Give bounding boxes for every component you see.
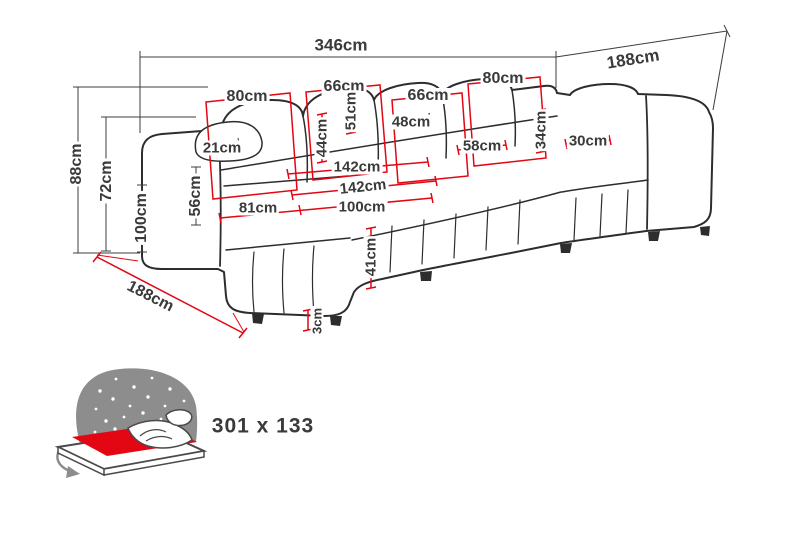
dim-back-cushion-width-mid: 48cm	[389, 113, 433, 131]
dim-back-cushion-width-left: 44cm	[313, 116, 331, 160]
dim-chaise-length: 100cm	[336, 198, 388, 216]
sleeping-area-size: 301 x 133	[211, 414, 315, 438]
dim-chaise-width: 81cm	[236, 199, 280, 217]
dimension-lines-outer	[73, 24, 731, 254]
dim-inner-width-back: 142cm	[331, 158, 383, 176]
dim-back-cushion-height-right: 34cm	[532, 108, 550, 152]
dim-seat-width-3: 66cm	[405, 87, 451, 104]
dim-back-cushion-height-mid: 51cm	[342, 89, 360, 133]
dim-armrest-left-width: 21cm	[200, 139, 244, 157]
sofa-feet	[252, 226, 710, 326]
dim-overall-width: 346cm	[312, 35, 370, 55]
sofa-bed-icon	[54, 368, 208, 478]
dim-seat-depth: 58cm	[460, 137, 504, 155]
dim-height-total: 88cm	[68, 141, 85, 187]
dim-seat-width-4: 80cm	[480, 70, 526, 87]
dim-backrest-height: 72cm	[98, 158, 115, 204]
dim-seat-width-1: 80cm	[224, 88, 270, 105]
dim-armrest-right-width: 30cm	[566, 132, 610, 150]
dim-left-depth-inner: 100cm	[133, 191, 150, 245]
dim-leg-height: 3cm	[309, 305, 325, 337]
dim-seat-height: 56cm	[187, 173, 204, 219]
dim-seat-front-height: 41cm	[362, 235, 380, 279]
